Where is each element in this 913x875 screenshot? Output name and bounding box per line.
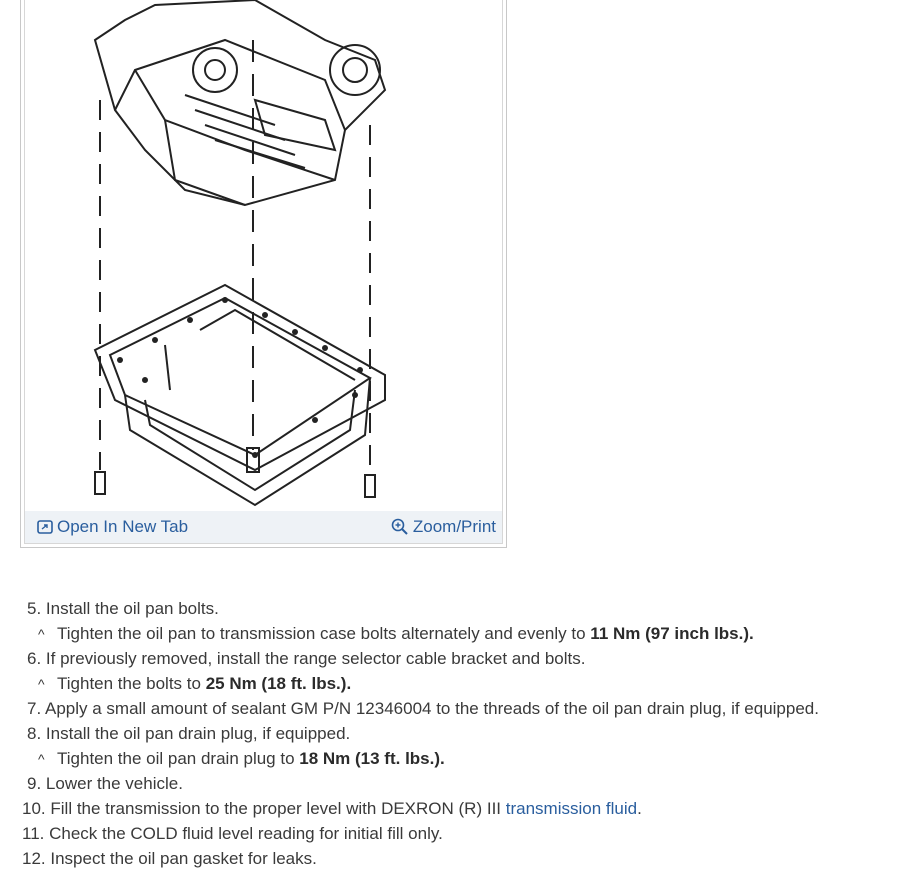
step-11: 11. Check the COLD fluid level reading f… xyxy=(0,821,913,846)
step-number: 9. xyxy=(27,774,42,793)
step-text: Apply a small amount of sealant GM P/N 1… xyxy=(44,699,819,718)
step-text: Lower the vehicle. xyxy=(45,774,183,793)
step-12: 12. Inspect the oil pan gasket for leaks… xyxy=(0,846,913,871)
instruction-list: 5. Install the oil pan bolts. ^ Tighten t… xyxy=(0,596,913,871)
step-text: Install the oil pan drain plug, if equip… xyxy=(45,724,351,743)
caret-icon: ^ xyxy=(38,751,45,767)
step-text: Tighten the bolts to xyxy=(57,674,206,693)
step-5: 5. Install the oil pan bolts. xyxy=(0,596,913,621)
step-number: 8. xyxy=(27,724,42,743)
step-number: 6. xyxy=(27,649,42,668)
substep-6: ^ Tighten the bolts to 25 Nm (18 ft. lbs.… xyxy=(0,671,913,696)
torque-spec: 25 Nm (18 ft. lbs.). xyxy=(205,674,352,693)
step-number: 12. xyxy=(22,849,46,868)
step-text: Inspect the oil pan gasket for leaks. xyxy=(50,849,317,868)
open-tab-icon xyxy=(37,520,53,534)
figure-toolbar: Open In New Tab Zoom/Print xyxy=(25,511,502,543)
step-text: Check the COLD fluid level reading for i… xyxy=(49,824,443,843)
step-text: Tighten the oil pan drain plug to xyxy=(57,749,300,768)
step-text: If previously removed, install the range… xyxy=(45,649,586,668)
step-6: 6. If previously removed, install the ra… xyxy=(0,646,913,671)
step-9: 9. Lower the vehicle. xyxy=(0,771,913,796)
oil-pan-diagram xyxy=(93,0,387,507)
figure-inner: Open In New Tab Zoom/Print xyxy=(24,0,503,544)
step-text: Fill the transmission to the proper leve… xyxy=(50,799,506,818)
step-number: 5. xyxy=(27,599,42,618)
open-new-tab-label: Open In New Tab xyxy=(57,517,189,536)
zoom-print-label: Zoom/Print xyxy=(412,517,496,536)
step-text: Install the oil pan bolts. xyxy=(45,599,219,618)
torque-spec: 11 Nm (97 inch lbs.). xyxy=(590,624,754,643)
step-text-end: . xyxy=(637,799,642,818)
step-text: Tighten the oil pan to transmission case… xyxy=(57,624,591,643)
step-number: 10. xyxy=(22,799,46,818)
substep-8: ^ Tighten the oil pan drain plug to 18 Nm… xyxy=(0,746,913,771)
open-new-tab-link[interactable]: Open In New Tab xyxy=(37,517,188,537)
substep-5: ^ Tighten the oil pan to transmission cas… xyxy=(0,621,913,646)
figure-frame: Open In New Tab Zoom/Print xyxy=(20,0,507,548)
step-number: 7. xyxy=(27,699,42,718)
caret-icon: ^ xyxy=(38,626,45,642)
zoom-print-link[interactable]: Zoom/Print xyxy=(391,517,496,537)
zoom-in-icon xyxy=(391,518,408,535)
step-8: 8. Install the oil pan drain plug, if eq… xyxy=(0,721,913,746)
step-10: 10. Fill the transmission to the proper … xyxy=(0,796,913,821)
step-7: 7. Apply a small amount of sealant GM P/… xyxy=(0,696,913,721)
torque-spec: 18 Nm (13 ft. lbs.). xyxy=(299,749,445,768)
step-number: 11. xyxy=(22,824,45,843)
caret-icon: ^ xyxy=(38,676,45,692)
transmission-fluid-link[interactable]: transmission fluid xyxy=(505,799,638,818)
